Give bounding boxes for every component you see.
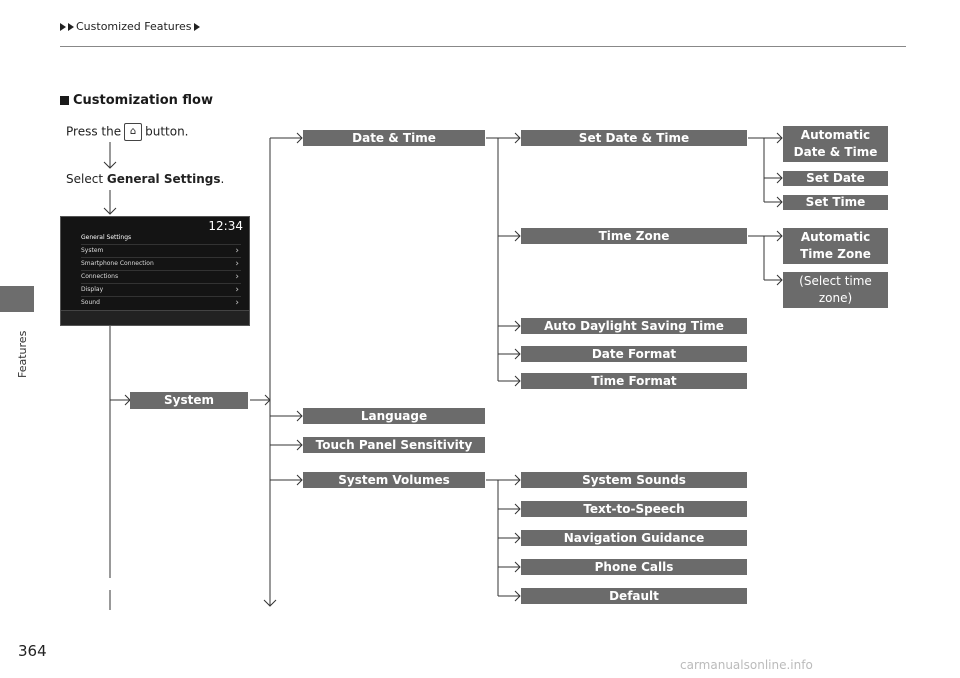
- header-divider: [60, 46, 906, 47]
- breadcrumb[interactable]: Customized Features: [60, 20, 200, 33]
- breadcrumb-arrow-icon: [68, 22, 74, 31]
- breadcrumb-arrow-icon: [193, 22, 200, 31]
- screen-item-smartphone[interactable]: Smartphone Connection: [81, 257, 241, 270]
- screen-item-sound[interactable]: Sound: [81, 296, 241, 309]
- flow-box-select-time-zone: (Select time zone): [783, 272, 888, 308]
- section-tab: [0, 286, 34, 312]
- flow-box-system-volumes: System Volumes: [303, 472, 485, 488]
- select-instruction: Select General Settings.: [66, 172, 225, 186]
- flow-box-set-time: Set Time: [783, 195, 888, 210]
- breadcrumb-section[interactable]: Customized Features: [76, 20, 192, 33]
- flow-box-date-format: Date Format: [521, 346, 747, 362]
- screen-item-system[interactable]: System: [81, 244, 241, 257]
- flow-box-auto-daylight-saving: Auto Daylight Saving Time: [521, 318, 747, 334]
- flow-box-language: Language: [303, 408, 485, 424]
- flow-box-time-zone: Time Zone: [521, 228, 747, 244]
- square-bullet-icon: [60, 96, 69, 105]
- press-home-instruction: Press the⌂button.: [66, 123, 189, 141]
- footer-watermark: carmanualsonline.info: [680, 658, 813, 672]
- flow-box-phone-calls: Phone Calls: [521, 559, 747, 575]
- flow-box-time-format: Time Format: [521, 373, 747, 389]
- home-icon: ⌂: [124, 123, 143, 141]
- flow-box-automatic-date-time: Automatic Date & Time: [783, 126, 888, 162]
- flow-box-automatic-time-zone: Automatic Time Zone: [783, 228, 888, 264]
- flow-box-date-time: Date & Time: [303, 130, 485, 146]
- screen-header: General Settings: [81, 234, 132, 241]
- breadcrumb-arrow-icon: [60, 22, 66, 31]
- flow-box-default: Default: [521, 588, 747, 604]
- flow-box-touch-panel-sensitivity: Touch Panel Sensitivity: [303, 437, 485, 453]
- screen-bottom-bar: [61, 310, 249, 325]
- flow-box-navigation-guidance: Navigation Guidance: [521, 530, 747, 546]
- page-title-text: Customization flow: [73, 93, 213, 108]
- flow-box-system-sounds: System Sounds: [521, 472, 747, 488]
- page-number: 364: [18, 642, 47, 660]
- flow-box-text-to-speech: Text-to-Speech: [521, 501, 747, 517]
- general-settings-screen: 12:34 General Settings System Smartphone…: [60, 216, 250, 326]
- screen-item-connections[interactable]: Connections: [81, 270, 241, 283]
- screen-item-display[interactable]: Display: [81, 283, 241, 296]
- flow-box-set-date-time: Set Date & Time: [521, 130, 747, 146]
- flow-box-system: System: [130, 392, 248, 409]
- flow-box-set-date: Set Date: [783, 171, 888, 186]
- screen-clock: 12:34: [208, 219, 243, 233]
- page-title: Customization flow: [60, 93, 213, 108]
